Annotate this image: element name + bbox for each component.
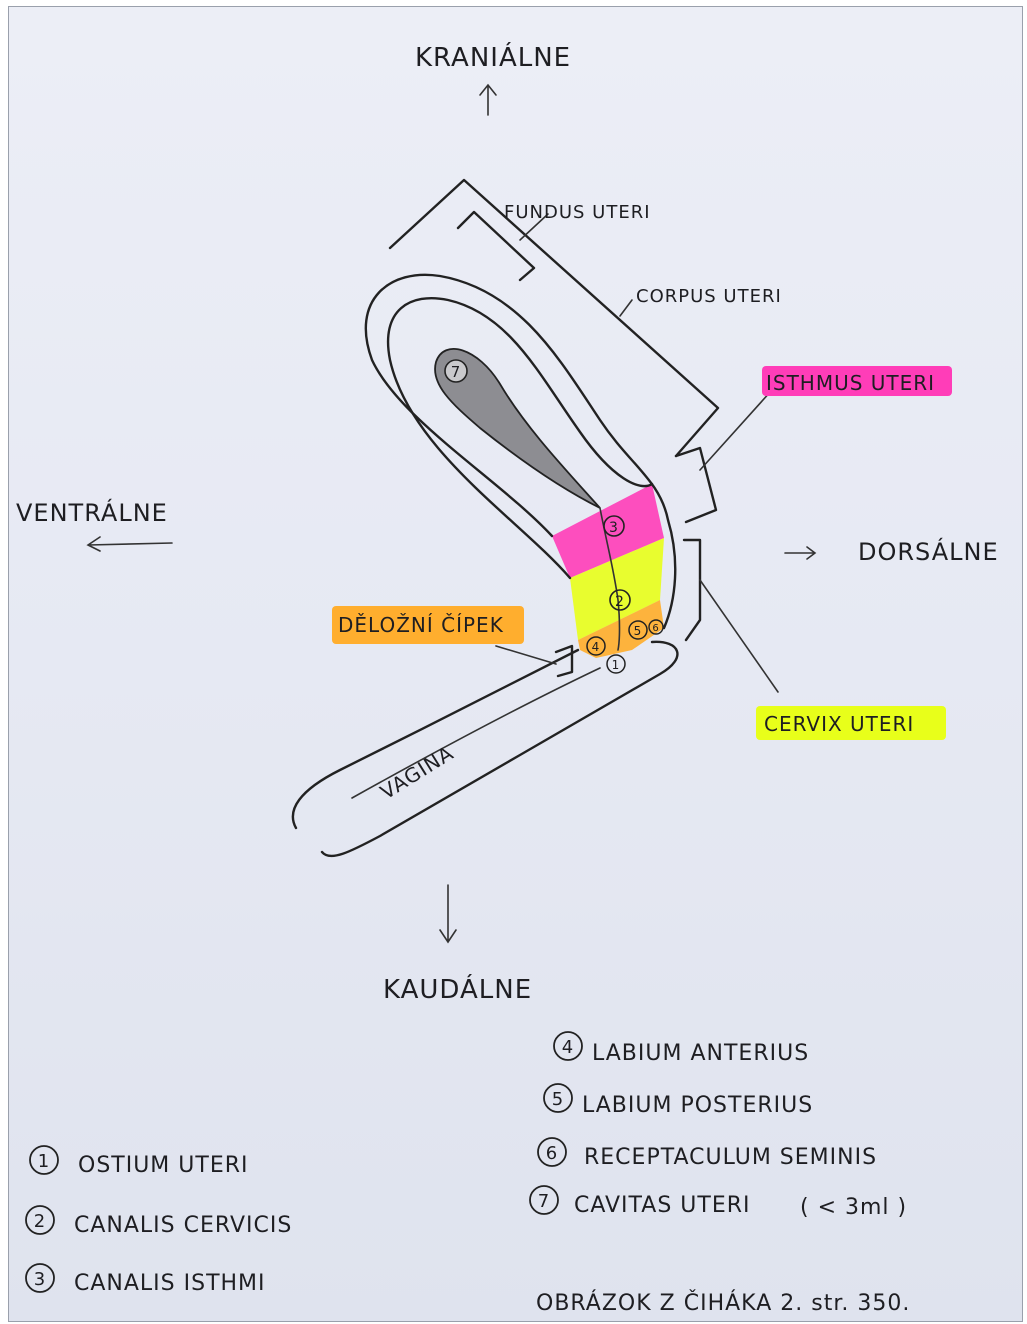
legend-item: 3 CANALIS ISTHMI xyxy=(26,1264,266,1296)
marker-7: 7 xyxy=(445,360,467,382)
legend-right: 4 LABIUM ANTERIUS 5 LABIUM POSTERIUS 6 R… xyxy=(530,1032,907,1220)
vagina-lower-wall xyxy=(322,642,677,856)
caudal-label: KAUDÁLNE xyxy=(383,973,532,1005)
cervix-leader xyxy=(700,580,778,692)
dorsal-label: DORSÁLNE xyxy=(858,537,999,566)
legend-item: 7 CAVITAS UTERI ( < 3ml ) xyxy=(530,1186,907,1220)
portio-leader xyxy=(496,646,556,664)
svg-text:5: 5 xyxy=(634,624,643,638)
svg-text:LABIUM ANTERIUS: LABIUM ANTERIUS xyxy=(592,1041,809,1066)
svg-text:( < 3ml ): ( < 3ml ) xyxy=(800,1195,907,1220)
svg-text:4: 4 xyxy=(592,640,601,654)
svg-text:7: 7 xyxy=(538,1191,550,1212)
legend-item: 1 OSTIUM UTERI xyxy=(30,1146,249,1178)
fundus-label: FUNDUS UTERI xyxy=(504,202,651,223)
svg-text:4: 4 xyxy=(562,1037,574,1058)
svg-text:5: 5 xyxy=(552,1089,564,1110)
cervix-bracket xyxy=(684,540,700,640)
legend-left: 1 OSTIUM UTERI 2 CANALIS CERVICIS 3 CANA… xyxy=(26,1146,292,1296)
vagina-label: VAGINA xyxy=(376,741,458,805)
marker-1: 1 xyxy=(607,655,625,673)
portio-label: DĚLOŽNÍ ČÍPEK xyxy=(338,613,504,637)
svg-text:2: 2 xyxy=(615,594,625,610)
source-note: OBRÁZOK Z ČIHÁKA 2. str. 350. xyxy=(536,1290,910,1316)
svg-text:7: 7 xyxy=(451,363,462,381)
isthmus-label: ISTHMUS UTERI xyxy=(766,371,935,395)
dorsal-arrow xyxy=(785,547,815,559)
ventral-arrow xyxy=(88,537,172,551)
svg-text:2: 2 xyxy=(34,1211,46,1232)
corpus-label: CORPUS UTERI xyxy=(636,286,782,307)
svg-text:OSTIUM UTERI: OSTIUM UTERI xyxy=(78,1153,249,1178)
cervix-label: CERVIX UTERI xyxy=(764,712,914,736)
ventral-label: VENTRÁLNE xyxy=(16,498,168,527)
svg-text:1: 1 xyxy=(38,1151,50,1172)
legend-item: 5 LABIUM POSTERIUS xyxy=(544,1084,813,1118)
svg-text:RECEPTACULUM SEMINIS: RECEPTACULUM SEMINIS xyxy=(584,1145,877,1170)
svg-text:CANALIS CERVICIS: CANALIS CERVICIS xyxy=(74,1213,292,1238)
svg-text:LABIUM POSTERIUS: LABIUM POSTERIUS xyxy=(582,1093,813,1118)
svg-text:3: 3 xyxy=(609,520,619,536)
legend-item: 2 CANALIS CERVICIS xyxy=(26,1206,292,1238)
svg-text:6: 6 xyxy=(546,1143,558,1164)
caudal-arrow xyxy=(440,885,456,942)
vagina-upper-wall xyxy=(293,650,578,828)
svg-text:CANALIS ISTHMI: CANALIS ISTHMI xyxy=(74,1271,266,1296)
corpus-leader xyxy=(620,300,632,316)
svg-text:CAVITAS UTERI: CAVITAS UTERI xyxy=(574,1193,751,1218)
svg-text:1: 1 xyxy=(612,658,621,672)
cranial-arrow xyxy=(480,85,496,115)
legend-item: 4 LABIUM ANTERIUS xyxy=(554,1032,809,1066)
svg-text:3: 3 xyxy=(34,1269,46,1290)
cranial-label: KRANIÁLNE xyxy=(415,41,571,73)
legend-item: 6 RECEPTACULUM SEMINIS xyxy=(538,1138,877,1170)
svg-text:6: 6 xyxy=(652,623,659,634)
